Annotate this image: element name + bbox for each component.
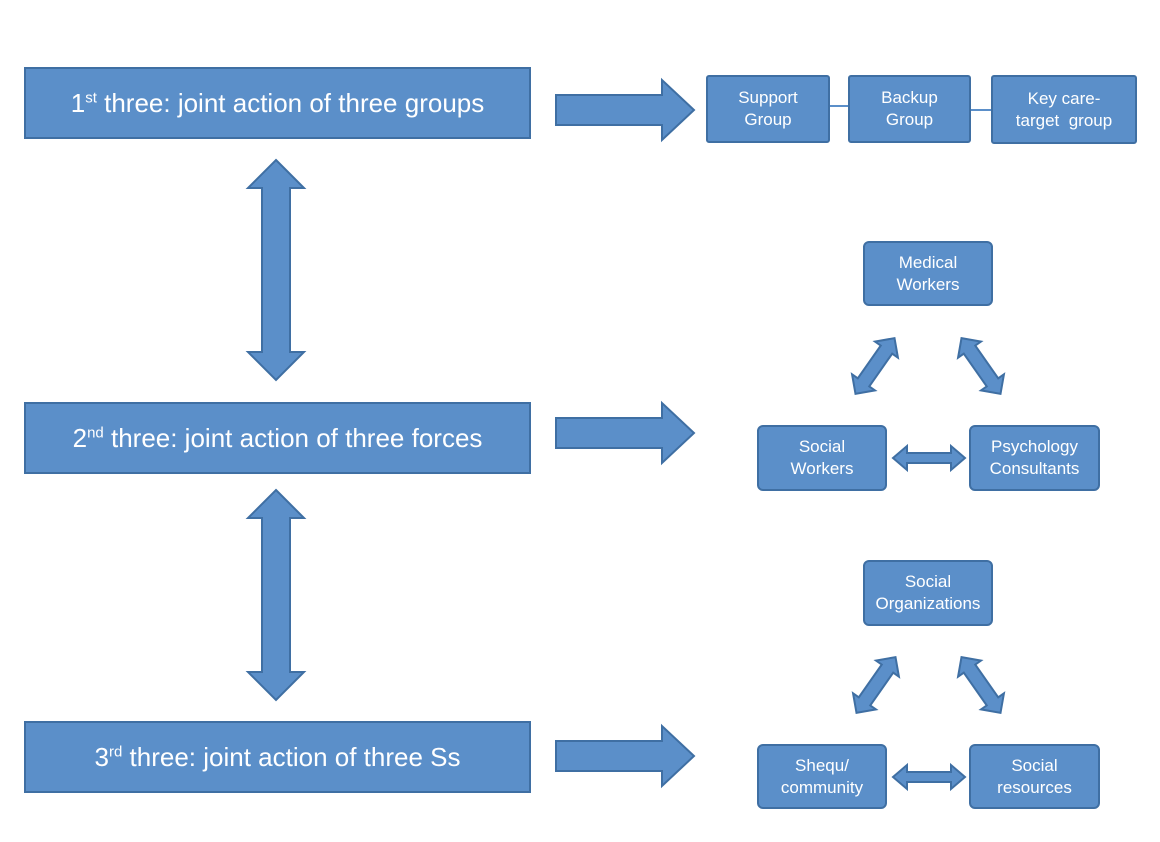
double-arrow-organizations-resources [956,655,1006,715]
row-label: 3rd three: joint action of three Ss [94,741,461,772]
double-arrow-medical-psychology [956,336,1006,396]
double-arrow-row2-row3 [245,488,307,702]
box-key-care-target-group: Key care-target group [991,75,1137,144]
double-arrow-row1-row2 [245,158,307,382]
row-label: 2nd three: joint action of three forces [72,422,483,453]
arrow-row1-right [555,77,696,143]
row-box-third-three: 3rd three: joint action of three Ss [24,721,531,793]
double-arrow-organizations-shequ [851,655,901,715]
row-box-first-three: 1st three: joint action of three groups [24,67,531,139]
box-shequ-community: Shequ/community [757,744,887,809]
row-label: 1st three: joint action of three groups [70,87,485,118]
arrow-row3-right [555,723,696,789]
double-arrow-medical-social [850,336,900,396]
double-arrow-shequ-resources [891,762,967,792]
row-box-second-three: 2nd three: joint action of three forces [24,402,531,474]
double-arrow-social-psychology [891,443,967,473]
arrow-row2-right [555,400,696,466]
